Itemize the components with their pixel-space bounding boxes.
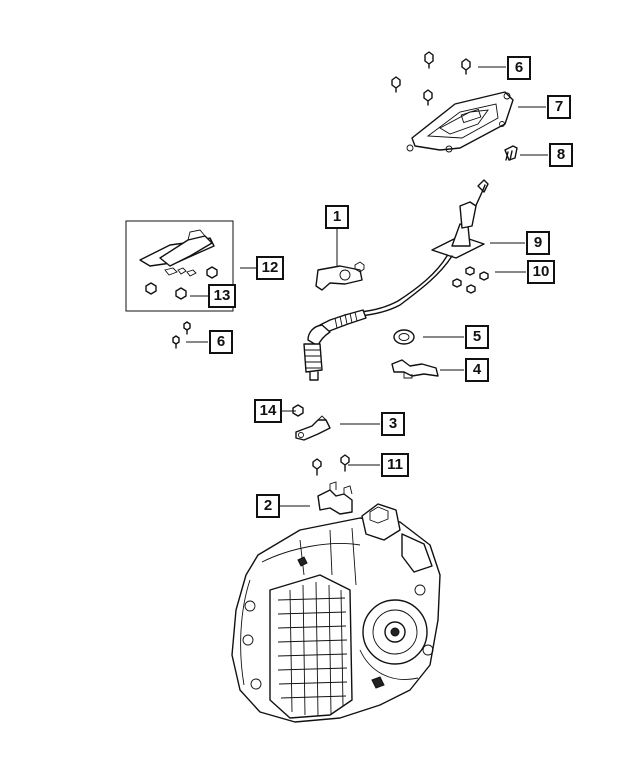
shifter-base-plate (406, 91, 514, 153)
bolts-mount (312, 454, 350, 476)
callout-2: 2 (256, 494, 280, 518)
grommet (393, 329, 415, 345)
callout-9: 9 (526, 231, 550, 255)
transmission-bracket (317, 481, 353, 515)
cable-bracket-lower (295, 415, 331, 441)
support-bracket (391, 359, 439, 379)
bolts-upper (391, 51, 471, 106)
callout-11: 11 (381, 453, 409, 477)
callout-6-lower: 6 (209, 330, 233, 354)
clip (504, 145, 518, 161)
callout-13: 13 (208, 284, 236, 308)
transmission-assembly (231, 503, 441, 723)
shield-group-box (125, 220, 234, 312)
leader-lines (186, 66, 548, 507)
nut-small (292, 404, 304, 417)
callout-3: 3 (381, 412, 405, 436)
callout-1: 1 (325, 205, 349, 229)
bolts-lower (172, 321, 191, 349)
callout-5: 5 (465, 325, 489, 349)
callout-6-upper: 6 (507, 56, 531, 80)
cable-bracket (315, 261, 365, 291)
callout-12: 12 (256, 256, 284, 280)
callout-10: 10 (527, 260, 555, 284)
callout-8: 8 (549, 143, 573, 167)
callout-7: 7 (547, 95, 571, 119)
nuts (452, 266, 489, 294)
callout-4: 4 (465, 358, 489, 382)
shift-cable (303, 179, 489, 381)
callout-14: 14 (254, 399, 282, 423)
